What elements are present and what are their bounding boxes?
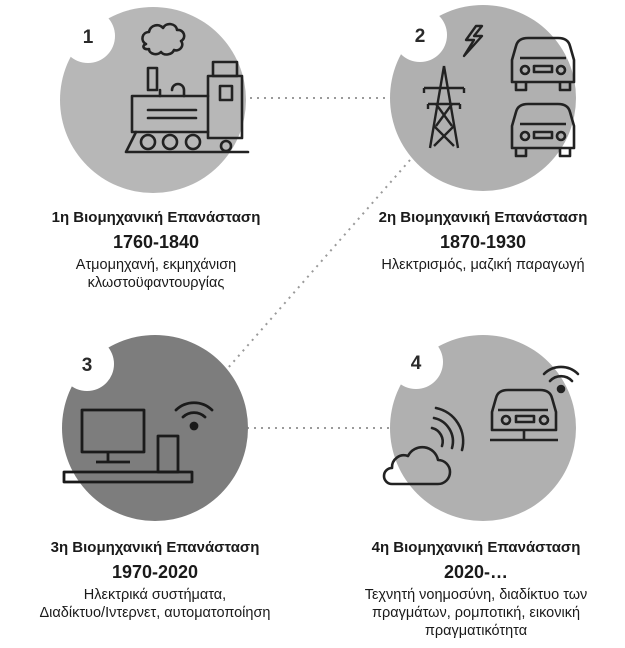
stage-2-title: 2η Βιομηχανική Επανάσταση — [378, 209, 588, 226]
stage-1-description-line: κλωστοϋφαντουργίας — [87, 275, 225, 291]
stage-3-number-badge — [60, 337, 114, 391]
stage-1-description-line: Ατμομηχανή, εκμηχάνιση — [75, 257, 237, 273]
stage-4-description: Τεχνητή νοημοσύνη, διαδίκτυο των πραγμάτ… — [330, 586, 622, 640]
stage-3-caption: 3η Βιομηχανική Επανάσταση 1970-2020 Ηλεκ… — [2, 538, 308, 622]
stage-4-graphic: 4 — [382, 335, 580, 521]
stage-2-description: Ηλεκτρισμός, μαζική παραγωγή — [355, 256, 611, 274]
stage-3-description-line: Διαδίκτυο/Ιντερνετ, αυτοματοποίηση — [39, 605, 271, 621]
cloud-icon — [382, 445, 452, 486]
stage-2-description-line: Ηλεκτρισμός, μαζική παραγωγή — [381, 257, 585, 273]
stage-2-number: 2 — [415, 26, 426, 47]
stage-1-years: 1760-1840 — [112, 232, 200, 252]
steam-locomotive-icon — [124, 22, 250, 154]
stage-4-caption: 4η Βιομηχανική Επανάσταση 2020-… Τεχνητή… — [330, 538, 622, 640]
stage-1-number-badge — [61, 9, 115, 63]
stage-4-number-badge — [389, 335, 443, 389]
power-pylon-icon — [422, 65, 466, 149]
stage-4-title: 4η Βιομηχανική Επανάσταση — [371, 539, 581, 556]
stage-3-description-line: Ηλεκτρικά συστήματα, — [83, 587, 227, 603]
stage-3-number: 3 — [82, 355, 93, 376]
stage-3-description: Ηλεκτρικά συστήματα, Διαδίκτυο/Ιντερνετ,… — [2, 586, 308, 622]
signal-waves-icon — [430, 406, 465, 452]
stage-4-circle — [390, 335, 576, 521]
stage-3-years: 1970-2020 — [111, 562, 199, 582]
stage-3-circle — [62, 335, 248, 521]
stage-4-description-line: Τεχνητή νοημοσύνη, διαδίκτυο των — [364, 587, 588, 603]
car-icon — [510, 36, 576, 92]
stage-3-title: 3η Βιομηχανική Επανάσταση — [50, 539, 260, 556]
car-icon — [510, 102, 576, 158]
stage-2-years: 1870-1930 — [439, 232, 527, 252]
stage-1-description: Ατμομηχανή, εκμηχάνιση κλωστοϋφαντουργία… — [46, 256, 266, 292]
stage-4-description-line: πραγμάτων, ρομποτική, εικονική — [371, 605, 581, 621]
stage-4-number: 4 — [411, 353, 422, 374]
stage-1-title: 1η Βιομηχανική Επανάσταση — [51, 209, 261, 226]
stage-1-number: 1 — [83, 27, 94, 48]
smoke-cloud-icon — [141, 22, 186, 56]
stage-4-description-line: πραγματικότητα — [424, 623, 528, 639]
stage-4-years: 2020-… — [443, 562, 509, 582]
stage-3-graphic: 3 — [60, 335, 248, 521]
wifi-icon — [542, 365, 580, 394]
stage-2-number-badge — [393, 8, 447, 62]
wifi-icon — [174, 401, 214, 431]
stage-2-graphic: 2 — [390, 5, 576, 191]
stage-2-caption: 2η Βιομηχανική Επανάσταση 1870-1930 Ηλεκ… — [355, 208, 611, 274]
connected-car-icon — [490, 388, 558, 442]
lightning-bolt-icon — [462, 24, 484, 58]
computer-monitor-icon — [62, 408, 194, 484]
stage-1-graphic: 1 — [60, 7, 250, 193]
stage-1-caption: 1η Βιομηχανική Επανάσταση 1760-1840 Ατμο… — [46, 208, 266, 292]
